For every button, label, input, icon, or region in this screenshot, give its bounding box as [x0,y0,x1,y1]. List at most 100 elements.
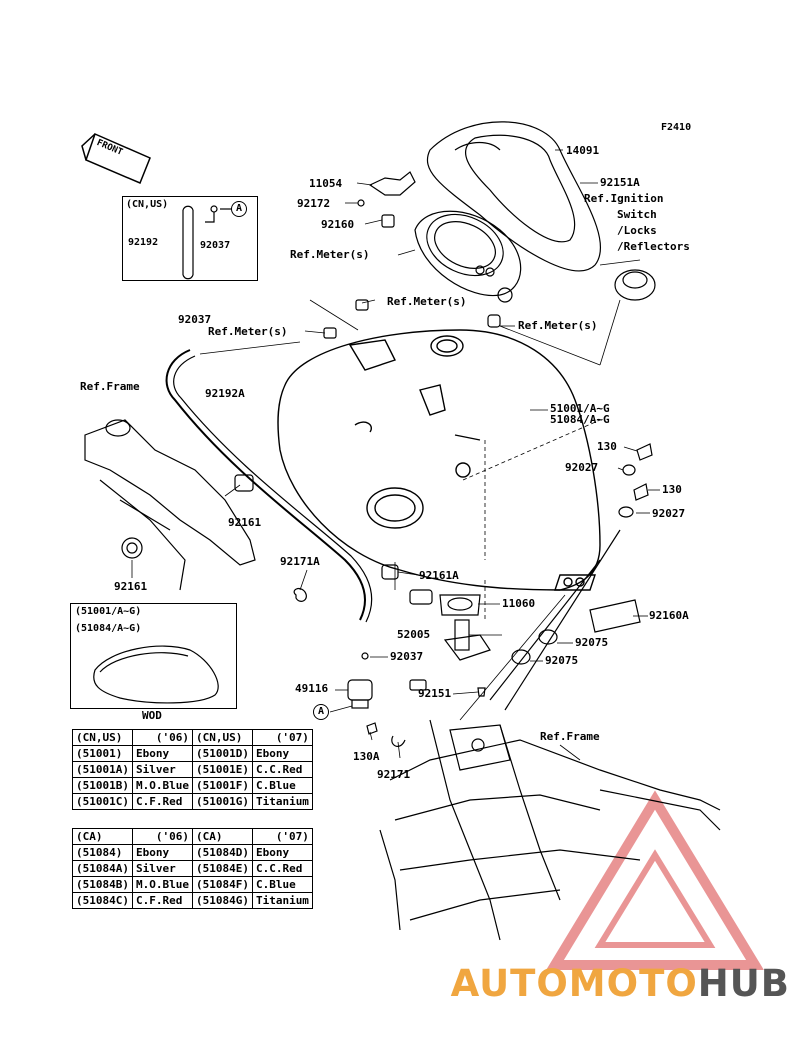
table-cell: C.C.Red [251,860,313,877]
label-51001: 51001/A~G [550,402,610,415]
ref-meter-4: Ref.Meter(s) [518,319,598,332]
label-51084: 51084/A~G [550,413,610,426]
label-49116: 49116 [295,682,329,695]
ref-ignition-1: Ref.Ignition [584,192,664,205]
ref-meter-1: Ref.Meter(s) [290,248,370,261]
label-130-1: 130 [597,440,617,453]
inset-hose-part1: 92192 [128,237,159,248]
table-cell: (51001F) [191,777,253,794]
table-cell: (51084) [72,844,133,861]
table-cell: ('07) [251,729,313,746]
table-cell: ('06) [131,729,193,746]
label-14091: 14091 [566,144,600,157]
table-cell: C.Blue [251,777,313,794]
table-row: (51001B) M.O.Blue (51001F) C.Blue [72,777,313,794]
ref-meter-3: Ref.Meter(s) [208,325,288,338]
table-row: (51001A) Silver (51001E) C.C.Red [72,761,313,778]
table-cell: ('07) [251,828,313,845]
table-cell: (51084G) [191,892,253,909]
leader-lines [131,149,660,761]
frame-main-icon [379,719,721,941]
watermark-logo-icon [546,790,764,970]
table-cell: (CN,US) [72,729,133,746]
table-cell: Ebony [251,844,313,861]
label-92161A: 92161A [419,569,459,582]
table-cell: Titanium [251,892,313,909]
table-cell: Silver [131,860,193,877]
ref-ignition-4: /Reflectors [617,240,690,253]
table-cell: (51084D) [191,844,253,861]
label-92037-mid: 92037 [390,650,424,663]
inset-wod-box [70,603,237,709]
table-cell: (51084E) [191,860,253,877]
label-130A: 130A [353,750,380,763]
circle-a-marker: A [313,704,329,720]
label-92172: 92172 [297,197,331,210]
label-92075-1: 92075 [575,636,609,649]
watermark-part1: AUTOMOTO [450,962,698,1005]
label-92171A: 92171A [280,555,320,568]
table-cell: (51001B) [72,777,133,794]
inset-hose-box [122,196,258,281]
color-table-cnus: (CN,US) ('06) (CN,US) ('07) (51001) Ebon… [72,729,313,810]
inset-wod-caption: WOD [142,709,162,722]
ref-ignition-2: Switch [617,208,657,221]
label-92161-1: 92161 [228,516,262,529]
table-cell: (CA) [72,828,133,845]
label-92161-2: 92161 [114,580,148,593]
fuel-tank-icon [277,329,601,591]
ref-ignition-3: /Locks [617,224,657,237]
table-cell: ('06) [131,828,193,845]
table-row: (51001) Ebony (51001D) Ebony [72,745,313,762]
table-cell: C.C.Red [251,761,313,778]
table-row: (CA) ('06) (CA) ('07) [72,828,313,845]
label-11060: 11060 [502,597,536,610]
table-cell: C.F.Red [131,892,193,909]
color-table-ca: (CA) ('06) (CA) ('07) (51084) Ebony (510… [72,828,313,909]
watermark-text: AUTOMOTOHUB [451,962,790,1005]
wod-tank-icon [93,645,219,704]
inset-wod-line1: (51001/A~G) [75,606,142,617]
table-cell: (51001) [72,745,133,762]
table-cell: (CN,US) [191,729,253,746]
table-row: (51084C) C.F.Red (51084G) Titanium [72,892,313,909]
inset-hose-part2: 92037 [200,240,231,251]
front-arrow-icon [81,132,151,184]
label-92192A: 92192A [205,387,245,400]
table-cell: Ebony [131,745,193,762]
table-cell: Titanium [251,793,313,810]
ref-frame-1: Ref.Frame [80,380,140,393]
table-row: (51084) Ebony (51084D) Ebony [72,844,313,861]
diagram-code: F2410 [661,122,692,133]
inset-hose-circle: A [231,201,247,217]
table-cell: (51001D) [191,745,253,762]
inset-wod-line2: (51084/A~G) [75,623,142,634]
table-cell: (51001E) [191,761,253,778]
inset-hose-region: (CN,US) [126,199,169,210]
label-11054: 11054 [309,177,343,190]
label-92160: 92160 [321,218,355,231]
label-92075-2: 92075 [545,654,579,667]
label-92037-top: 92037 [178,313,212,326]
table-row: (51001C) C.F.Red (51001G) Titanium [72,793,313,810]
table-cell: M.O.Blue [131,777,193,794]
table-cell: (51084A) [72,860,133,877]
table-row: (51084B) M.O.Blue (51084F) C.Blue [72,876,313,893]
label-52005: 52005 [397,628,431,641]
table-cell: (51084C) [72,892,133,909]
table-cell: Ebony [131,844,193,861]
table-row: (51084A) Silver (51084E) C.C.Red [72,860,313,877]
table-row: (CN,US) ('06) (CN,US) ('07) [72,729,313,746]
speedometer-icon [414,210,522,303]
label-92027-1: 92027 [565,461,599,474]
table-cell: (51084F) [191,876,253,893]
meter-cover-icon [426,121,601,272]
hose-92192-icon [182,205,232,280]
table-cell: Silver [131,761,193,778]
frame-left-icon [84,419,256,591]
table-cell: (51001C) [72,793,133,810]
label-92171: 92171 [377,768,411,781]
ref-meter-2: Ref.Meter(s) [387,295,467,308]
table-cell: (51084B) [72,876,133,893]
